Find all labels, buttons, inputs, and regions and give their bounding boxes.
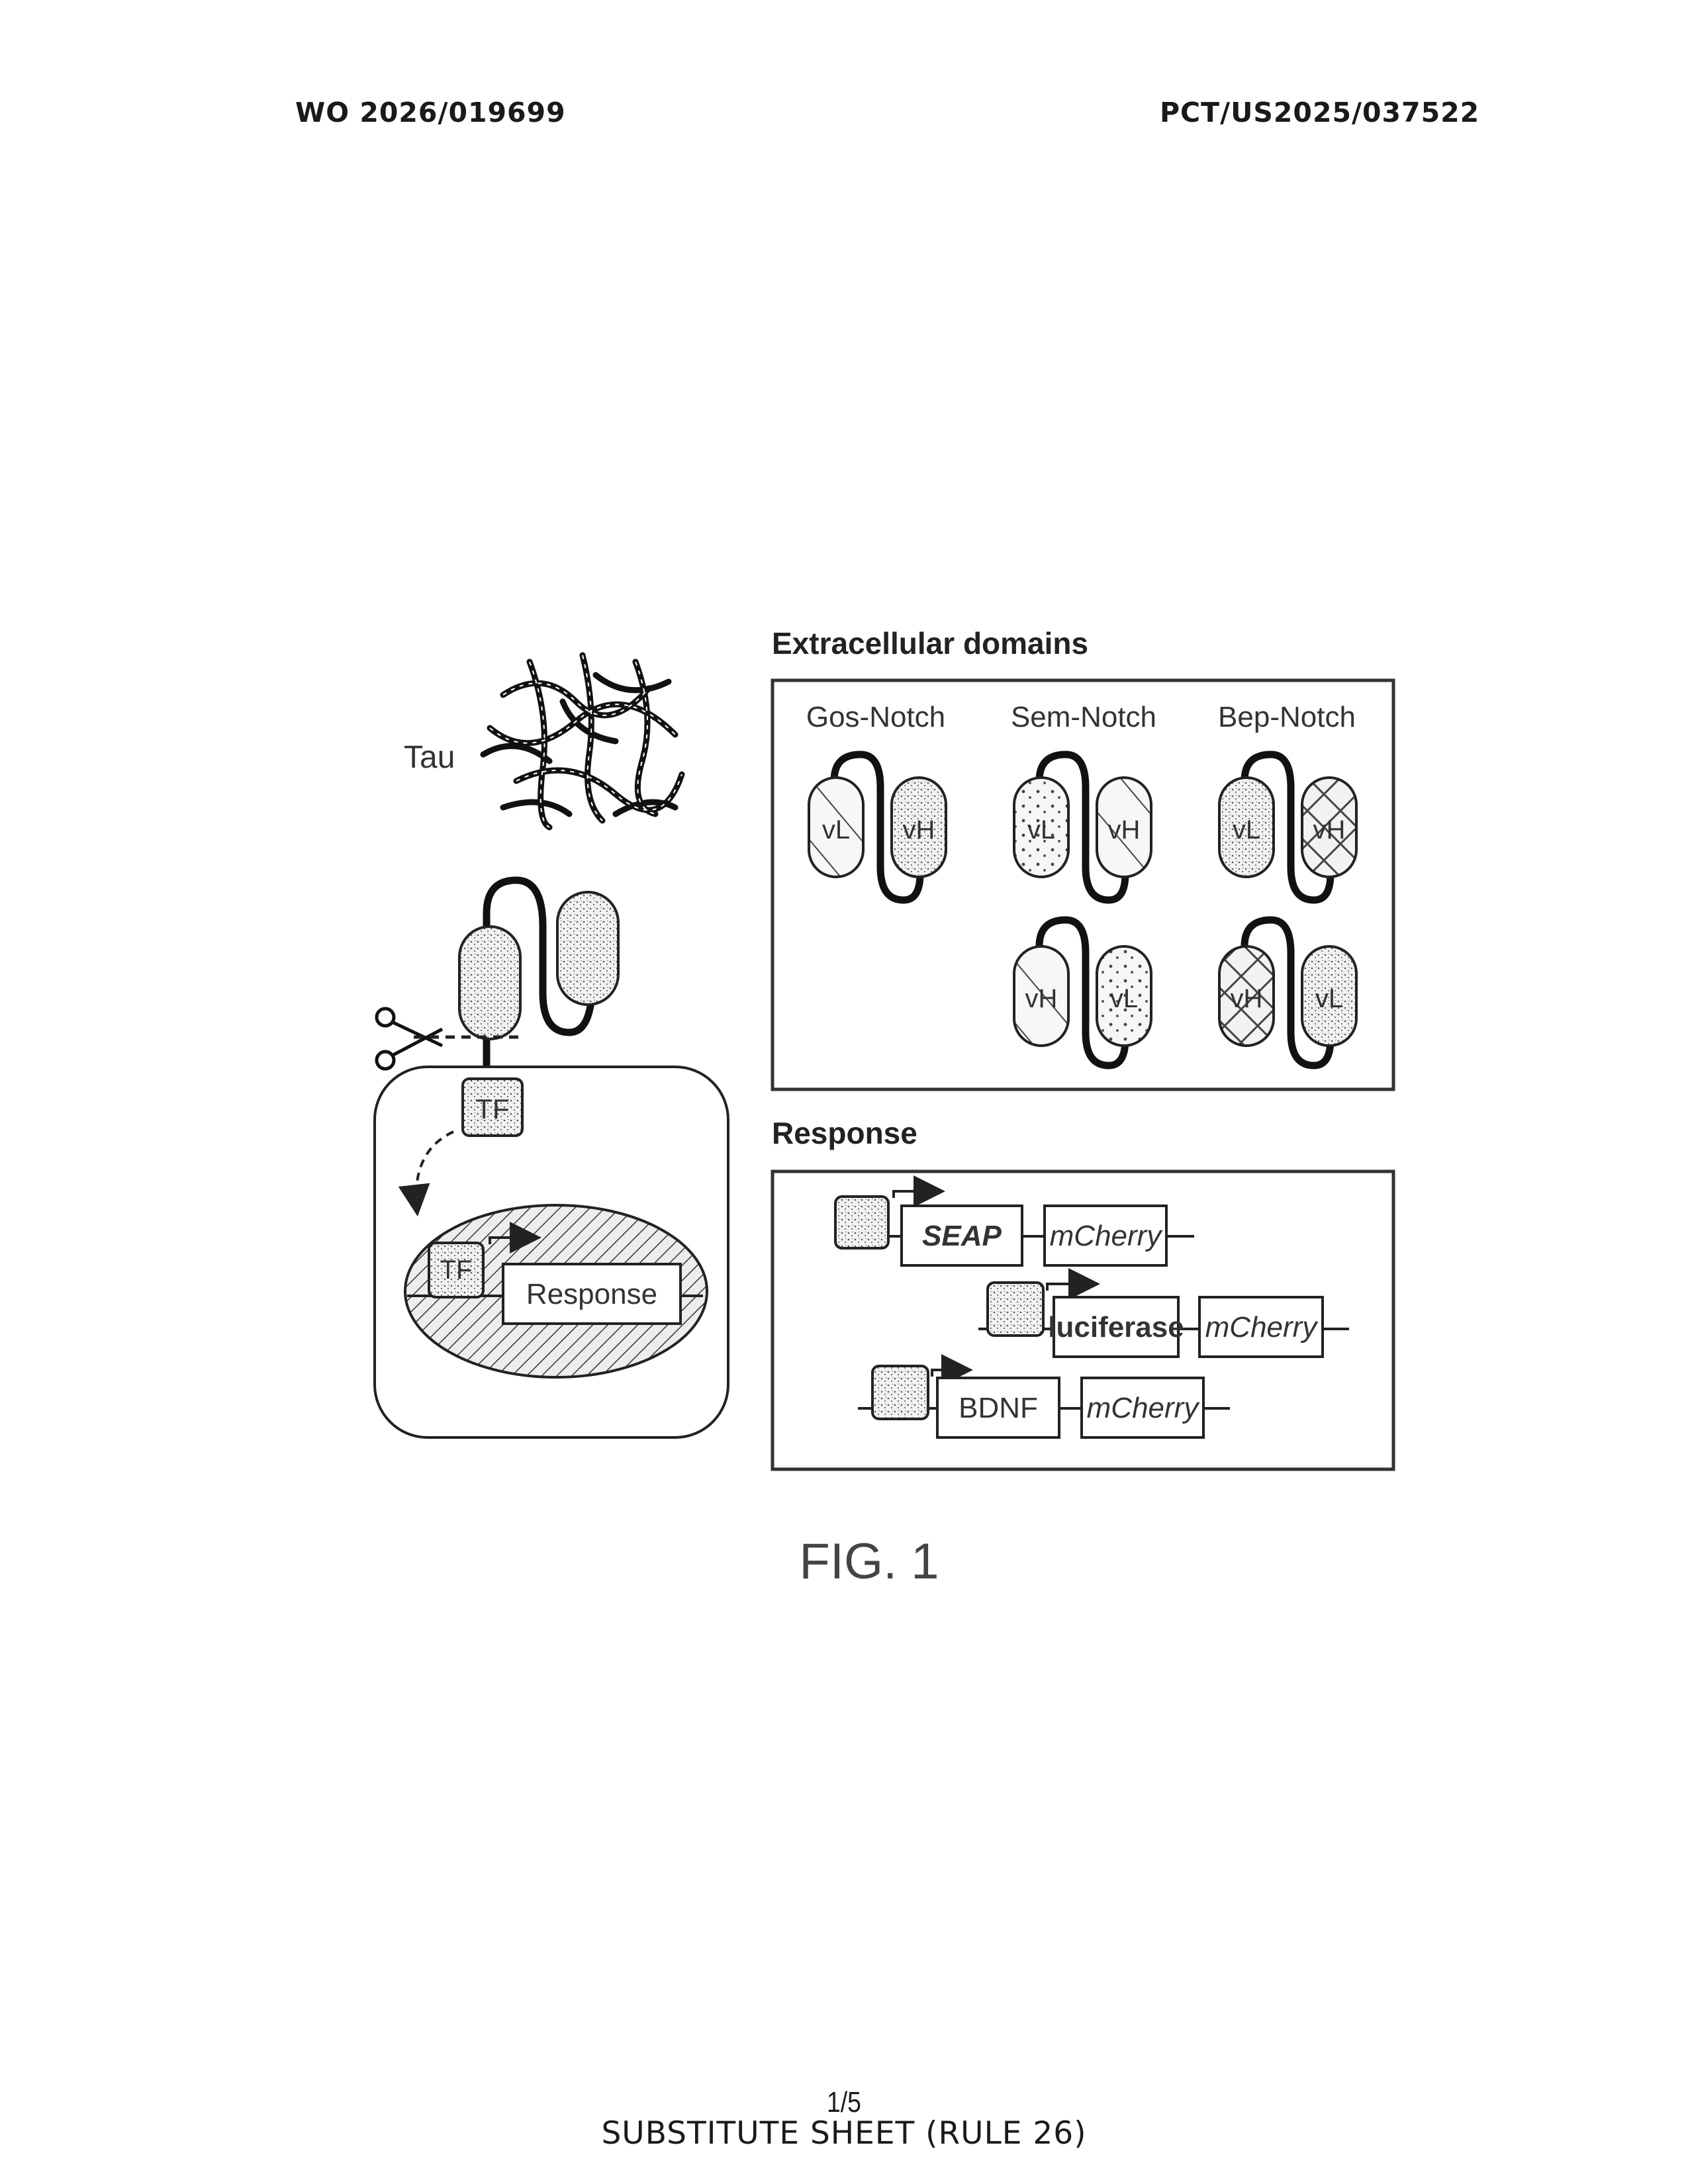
gene-seap-label: SEAP xyxy=(922,1220,1002,1252)
sem-top-vl-label: vL xyxy=(1027,815,1055,844)
tf-bound-label: TF xyxy=(440,1255,473,1285)
extracellular-title: Extracellular domains xyxy=(772,626,1088,660)
sem-top-vh-label: vH xyxy=(1108,815,1141,844)
gos-vl-label: vL xyxy=(822,815,850,844)
bep-top-vh-label: vH xyxy=(1313,815,1346,844)
scfv-domain-left xyxy=(459,927,520,1039)
gene-bdnf-label: BDNF xyxy=(959,1392,1038,1424)
gos-vh-label: vH xyxy=(903,815,935,844)
substitute-sheet-label: SUBSTITUTE SHEET (RULE 26) xyxy=(0,2115,1688,2152)
tf-label: TF xyxy=(475,1093,509,1124)
reporter-3-label: mCherry xyxy=(1087,1392,1201,1424)
figure-caption: FIG. 1 xyxy=(799,1533,939,1590)
tau-fibril-network xyxy=(483,655,682,827)
page-number: 1/5 xyxy=(126,2086,1562,2119)
construct-name-bep: Bep-Notch xyxy=(1218,701,1356,733)
construct-name-sem: Sem-Notch xyxy=(1011,701,1156,733)
construct-name-gos: Gos-Notch xyxy=(806,701,945,733)
nucleus-response-label: Response xyxy=(526,1278,657,1310)
scfv-domain-right xyxy=(557,892,618,1005)
bep-bottom-vh-label: vH xyxy=(1231,984,1263,1013)
gene-luciferase-label: luciferase xyxy=(1048,1311,1184,1343)
tau-label: Tau xyxy=(404,740,455,775)
reporter-1-label: mCherry xyxy=(1050,1220,1164,1252)
bep-bottom-vl-label: vL xyxy=(1315,984,1343,1013)
sem-bottom-vh-label: vH xyxy=(1025,984,1058,1013)
bep-top-vl-label: vL xyxy=(1233,815,1260,844)
notch-receptor xyxy=(459,880,618,1072)
response-title: Response xyxy=(772,1116,917,1150)
sem-bottom-vl-label: vL xyxy=(1110,984,1138,1013)
reporter-2-label: mCherry xyxy=(1205,1311,1319,1343)
